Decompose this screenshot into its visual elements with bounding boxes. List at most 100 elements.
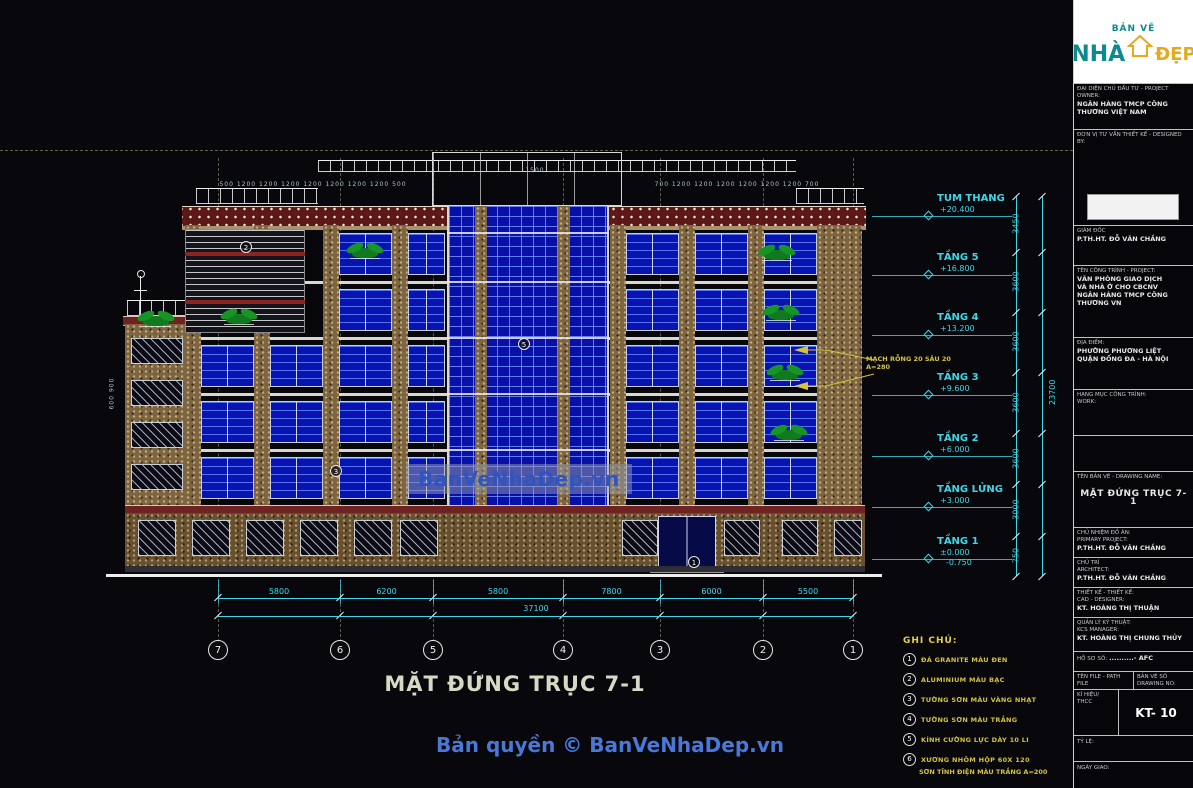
legend-item-label: ĐÁ GRANITE MÀU ĐEN (921, 655, 1008, 664)
grid-axis-line (433, 158, 434, 642)
legend-item: 5 KÍNH CƯỜNG LỰC DÀY 10 LI (903, 733, 1043, 746)
window (626, 345, 679, 387)
dim-extension-line (218, 580, 219, 604)
left-dimension-row: 600 900 (108, 377, 116, 410)
level-label: TẦNG 5 (937, 252, 979, 263)
level-marker (923, 501, 934, 512)
level-line (872, 395, 1012, 396)
window (764, 233, 817, 275)
right-dim-value: 3600 (1011, 391, 1021, 413)
legend-item: 3 TƯỜNG SƠN MÀU VÀNG NHẠT (903, 693, 1043, 706)
level-elevation: +6.000 (940, 445, 970, 454)
logo-text-top: BẢN VẼ (1111, 23, 1156, 34)
right-dim-value: 3600 (1011, 271, 1021, 292)
grid-bubble: 6 (330, 640, 350, 660)
window (695, 401, 748, 443)
legend-item-number: 1 (903, 653, 916, 666)
watermark: BanVeNhaDep.vn (406, 464, 632, 494)
legend-item-number: 6 (903, 753, 916, 766)
right-dim-value: 3600 (1011, 447, 1021, 469)
ground-window (622, 520, 658, 556)
right-dim-line-total (1042, 196, 1043, 576)
location-label: ĐỊA ĐIỂM: (1077, 340, 1105, 346)
pilaster (817, 225, 862, 505)
annotation-line2: A=280 (866, 363, 891, 371)
legend-item-number: 4 (903, 713, 916, 726)
titleblock-scale: TỶ LỆ: (1074, 736, 1193, 762)
level-label: TẦNG LỬNG (937, 484, 1003, 495)
antenna (140, 276, 141, 318)
ground-window (724, 520, 760, 556)
level-elevation: +13.200 (940, 324, 975, 333)
level-label: TUM THANG (937, 193, 1005, 204)
titleblock-owner: ĐẠI DIỆN CHỦ ĐẦU TƯ - PROJECT OWNER: NGÂ… (1074, 84, 1193, 130)
top-dimension-center: 1500 (525, 167, 545, 174)
window (626, 233, 679, 275)
window (764, 457, 817, 499)
window (695, 233, 748, 275)
plant (143, 316, 169, 326)
annotation-text: MẠCH RỖNG 20 SÂU 20 A=280 (866, 355, 951, 371)
grid-bubble: 2 (753, 640, 773, 660)
ground-window (246, 520, 284, 556)
pilaster (323, 225, 339, 505)
annotation-leader-lines (794, 346, 875, 390)
dim-extension-line (563, 580, 564, 604)
pm-label-en: PRIMARY PROJECT: (1077, 537, 1128, 543)
titleblock-designer: ĐƠN VỊ TƯ VẤN THIẾT KẾ - DESIGNED BY: (1074, 130, 1193, 226)
right-dim-value: 3000 (1011, 499, 1021, 520)
house-icon (1127, 34, 1154, 57)
horizontal-centerline (0, 150, 1073, 151)
level-line (872, 275, 1012, 276)
ground-window (834, 520, 862, 556)
scale-label: TỶ LỆ: (1077, 739, 1094, 745)
right-dim-value: 750 (1011, 547, 1021, 564)
tower-floor-line (447, 449, 609, 451)
level-elevation: ±0.000 (940, 548, 970, 557)
date-label: NGÀY GIAO: (1077, 765, 1110, 771)
legend-item-label-continued: SƠN TĨNH ĐIỆN MÀU TRẮNG A=200 (919, 768, 1048, 776)
window (626, 457, 679, 499)
legend-item-number: 5 (903, 733, 916, 746)
balcony-ledge (766, 320, 796, 321)
grid-axis-line (660, 158, 661, 642)
titleblock-file-row: TÊN FILE - PATH FILE BẢN VẼ SỐ DRAWING N… (1074, 672, 1193, 690)
titleblock-hoso: HỒ SƠ SỐ: ..........- AFC (1074, 652, 1193, 672)
legend-item: 1 ĐÁ GRANITE MÀU ĐEN (903, 653, 1043, 666)
window (270, 457, 323, 499)
legend-item-label: XƯƠNG NHÔM HỘP 60X 120 (921, 755, 1030, 764)
window (408, 233, 445, 275)
left-wing-window (131, 338, 183, 364)
roof-railing-right (796, 188, 864, 204)
qa-value: KT. HOÀNG THỊ CHUNG THỦY (1077, 634, 1183, 642)
level-elevation: +16.800 (940, 264, 975, 273)
dim-extension-line (660, 580, 661, 604)
level-elevation: +9.600 (940, 384, 970, 393)
ground-window (138, 520, 176, 556)
dim-value: 5800 (487, 587, 509, 596)
dim-extension-line (853, 580, 854, 604)
left-wing-window (131, 464, 183, 490)
signature-box (1087, 194, 1179, 220)
window (626, 289, 679, 331)
window (695, 345, 748, 387)
legend-item-label: TƯỜNG SƠN MÀU VÀNG NHẠT (921, 695, 1037, 704)
legend: GHI CHÚ: 1 ĐÁ GRANITE MÀU ĐEN 2 ALUMINIU… (903, 636, 1048, 776)
tower-floor-line (447, 337, 609, 339)
plant (776, 430, 802, 440)
owner-value: NGÂN HÀNG TMCP CÔNG THƯƠNG VIỆT NAM (1077, 100, 1168, 116)
plant (226, 314, 252, 324)
cad-label-en: CAD - DESIGNER: (1077, 597, 1125, 603)
grid-bubble: 3 (650, 640, 670, 660)
titleblock-spacer (1074, 436, 1193, 472)
work-label: HẠNG MỤC CÔNG TRÌNH: (1077, 392, 1147, 398)
material-callout: 2 (240, 241, 252, 253)
legend-item-number: 2 (903, 673, 916, 686)
grid-axis-line (218, 158, 219, 642)
ground-window (400, 520, 438, 556)
drawing-title: MẶT ĐỨNG TRỤC 7-1 (384, 672, 646, 696)
titleblock-pm: CHỦ NHIỆM ĐỒ ÁN: PRIMARY PROJECT: P.TH.H… (1074, 528, 1193, 558)
material-callout: 1 (688, 556, 700, 568)
louver-red-strip (185, 252, 305, 256)
window (339, 457, 392, 499)
